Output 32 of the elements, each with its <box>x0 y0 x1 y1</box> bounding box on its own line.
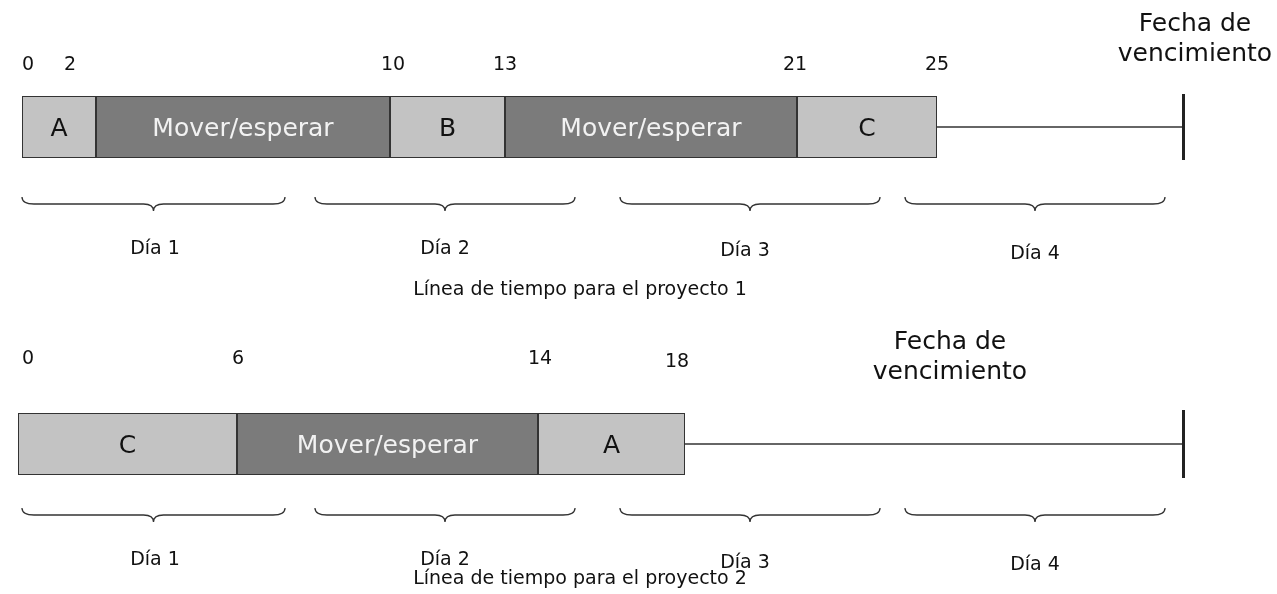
tick-number: 13 <box>492 52 518 74</box>
tick-number: 0 <box>21 346 35 368</box>
tick-number: 25 <box>924 52 950 74</box>
wait-segment: Mover/esperar <box>505 96 797 158</box>
timeline-line <box>684 443 1183 445</box>
tick-number: 0 <box>21 52 35 74</box>
due-date-marker <box>1182 94 1185 160</box>
task-segment: C <box>18 413 237 475</box>
tick-number: 14 <box>527 346 553 368</box>
task-segment: B <box>390 96 505 158</box>
day-label: Día 2 <box>420 547 470 569</box>
tick-number: 2 <box>63 52 77 74</box>
tick-number: 6 <box>231 346 245 368</box>
task-segment: C <box>797 96 937 158</box>
task-segment: A <box>22 96 96 158</box>
task-segment: A <box>538 413 685 475</box>
timeline-caption: Línea de tiempo para el proyecto 1 <box>413 277 747 299</box>
tick-number: 18 <box>664 349 690 371</box>
day-label: Día 4 <box>1010 241 1060 263</box>
day-label: Día 1 <box>130 236 180 258</box>
due-date-marker <box>1182 410 1185 478</box>
day-label: Día 2 <box>420 236 470 258</box>
timeline-line <box>936 126 1183 128</box>
wait-segment: Mover/esperar <box>96 96 390 158</box>
due-date-label: Fecha de vencimiento <box>871 326 1029 386</box>
day-label: Día 4 <box>1010 552 1060 574</box>
due-date-label: Fecha de vencimiento <box>1116 8 1274 68</box>
day-label: Día 3 <box>720 238 770 260</box>
tick-number: 10 <box>380 52 406 74</box>
tick-number: 21 <box>782 52 808 74</box>
wait-segment: Mover/esperar <box>237 413 538 475</box>
day-label: Día 1 <box>130 547 180 569</box>
